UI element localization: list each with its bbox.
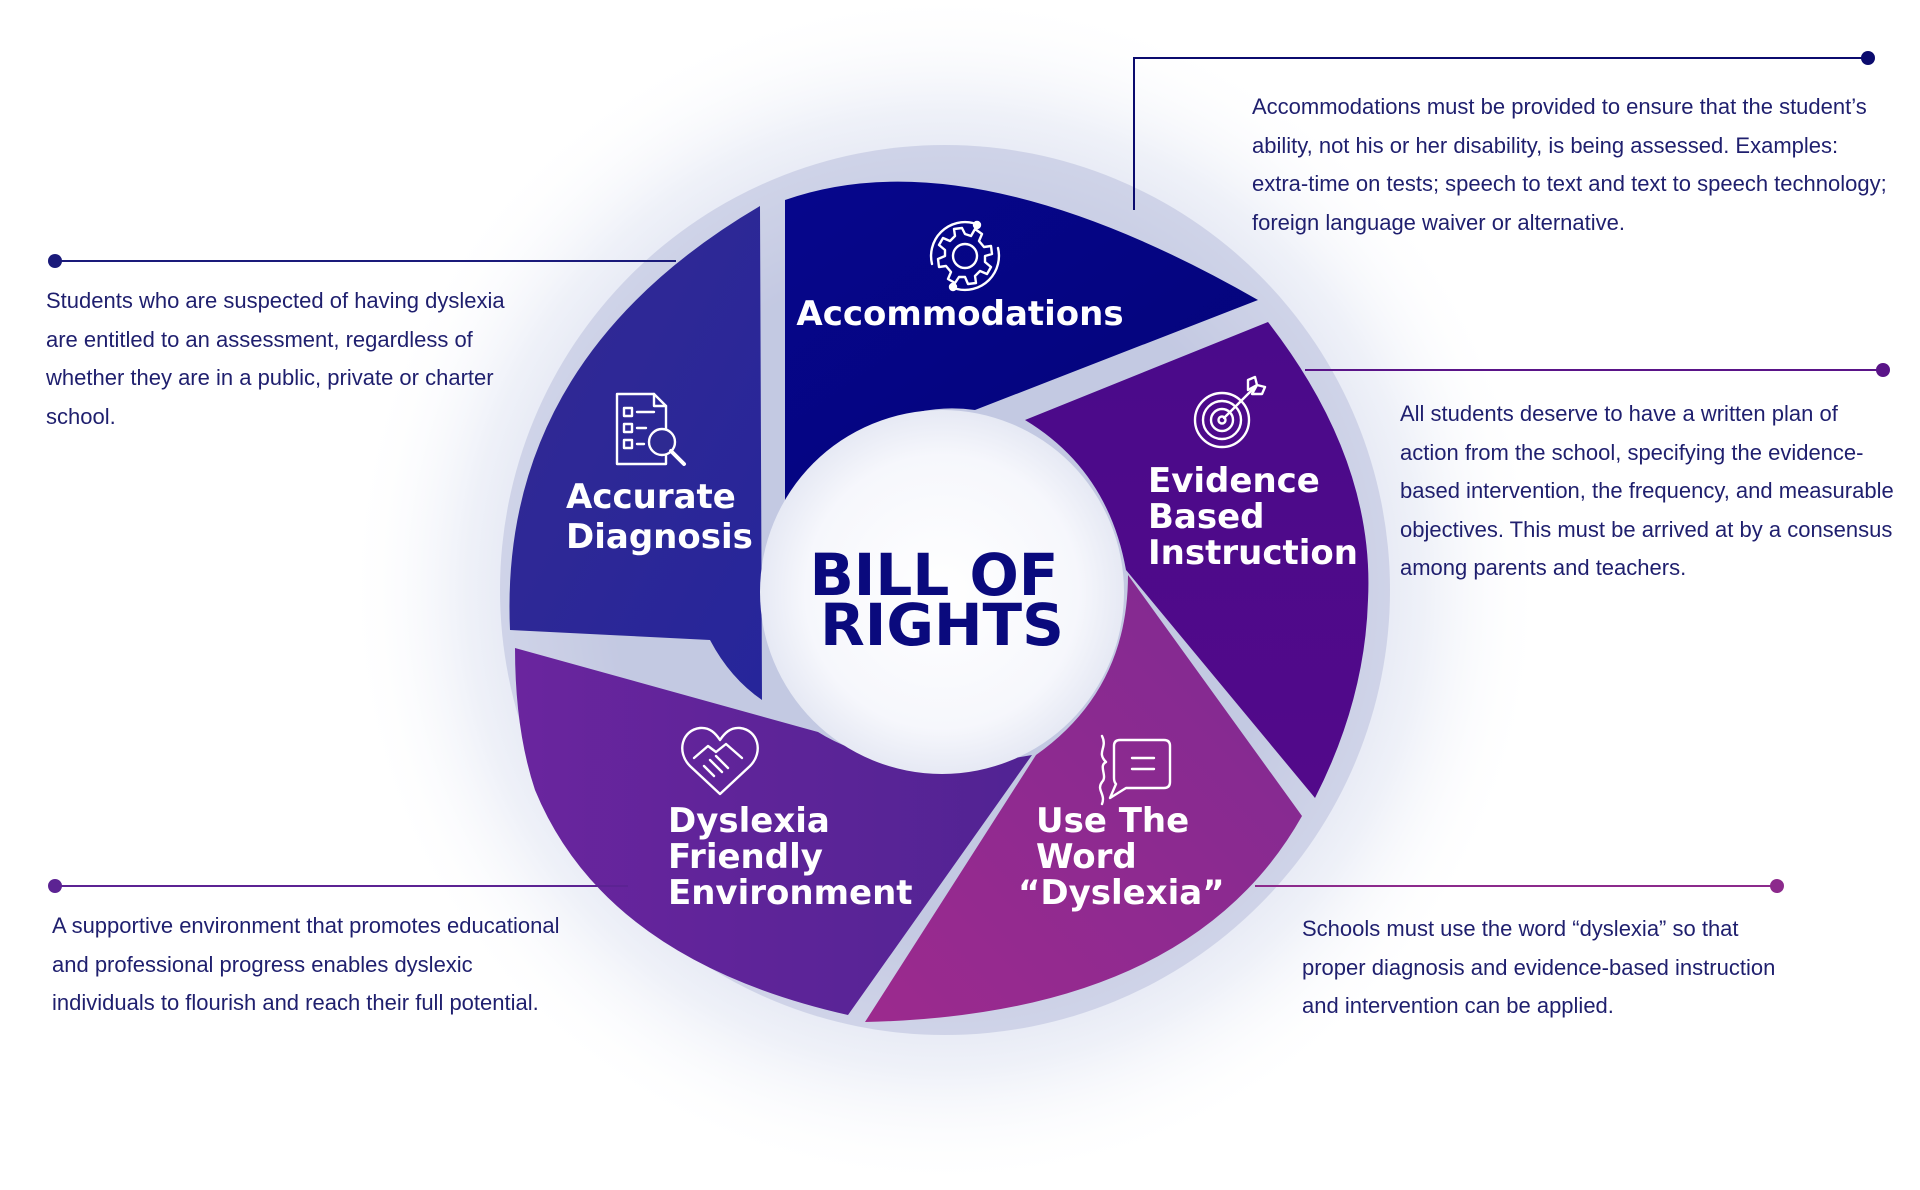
connector-accommodations [1133,51,1875,210]
description-accurate-diagnosis: Students who are suspected of having dys… [46,288,505,429]
label-dyslexia-friendly-environment: Dyslexia Friendly Environment [668,801,913,913]
description-use-the-word-dyslexia: Schools must use the word “dyslexia” so … [1302,916,1776,1018]
connector-evidence-based-instruction [1305,363,1890,377]
segment-evidence-based-instruction[interactable] [1025,322,1369,798]
description-dyslexia-friendly-environment: A supportive environment that promotes e… [52,913,560,1015]
label-evidence-based-instruction: Evidence Based Instruction [1148,461,1358,573]
segment-accurate-diagnosis[interactable] [509,206,762,700]
segment-use-the-word-dyslexia[interactable] [865,575,1302,1022]
speech-bubble-icon [1098,734,1172,806]
center-hole [760,410,1124,774]
connector-accurate-diagnosis [48,254,676,268]
description-evidence-based-instruction: All students deserve to have a written p… [1400,401,1894,580]
target-icon [1193,375,1267,449]
segment-accommodations[interactable] [785,181,1258,515]
heart-handshake-icon [681,726,759,796]
center-title-line2: RIGHTS [820,591,1064,659]
checklist-search-icon [615,392,686,466]
label-accommodations: Accommodations [796,294,1123,334]
label-accurate-diagnosis: Accurate Diagnosis [566,477,753,557]
connector-use-the-word-dyslexia [1255,879,1784,893]
connector-dyslexia-friendly-environment [48,879,628,893]
label-use-the-word-dyslexia: Use The Word “Dyslexia” [1018,801,1225,913]
center-title-line1: BILL OF [810,541,1059,609]
description-accommodations: Accommodations must be provided to ensur… [1252,94,1887,235]
gear-icon [929,220,1001,292]
segment-dyslexia-friendly-environment[interactable] [515,648,1032,1015]
